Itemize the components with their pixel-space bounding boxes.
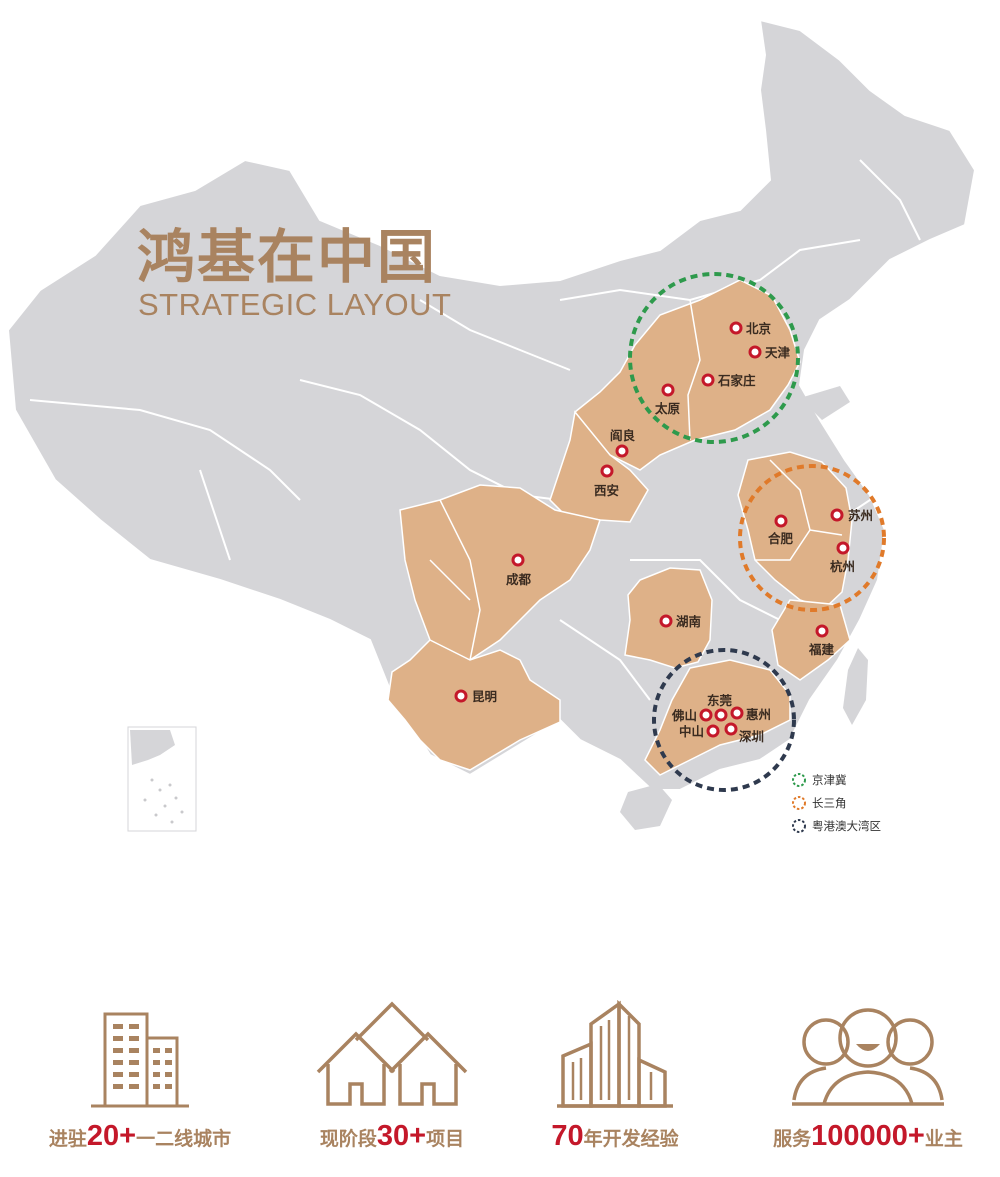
legend: 京津冀 长三角 粤港澳大湾区 <box>792 773 881 833</box>
stat-suffix: 年开发经验 <box>583 1128 679 1150</box>
stat-prefix: 进驻 <box>48 1128 87 1150</box>
svg-text:中山: 中山 <box>679 724 704 739</box>
svg-text:西安: 西安 <box>594 483 619 498</box>
hainan-island <box>620 784 672 830</box>
city-dongguan: 东莞 <box>707 693 733 722</box>
stat-projects-text: 现阶段30+项目 <box>272 1120 512 1153</box>
region-fujian <box>771 599 851 681</box>
buildings-icon <box>91 1012 189 1108</box>
cluster-greater-bay <box>652 648 796 792</box>
city-suzhou: 苏州 <box>830 508 873 523</box>
city-taiyuan: 太原 <box>655 383 681 416</box>
city-xian: 西安 <box>594 464 619 498</box>
stat-owners-text: 服务100000+业主 <box>748 1120 988 1153</box>
city-hunan: 湖南 <box>659 614 702 629</box>
people-icon <box>792 1008 944 1106</box>
svg-text:合肥: 合肥 <box>768 531 794 546</box>
stat-prefix: 服务 <box>773 1128 812 1150</box>
stat-number: 30+ <box>376 1120 427 1152</box>
svg-text:杭州: 杭州 <box>830 559 855 574</box>
city-hefei: 合肥 <box>768 514 794 546</box>
legend-item-jingjinji: 京津冀 <box>792 773 847 787</box>
svg-text:福建: 福建 <box>808 642 835 657</box>
highlight-inner-borders <box>429 299 843 661</box>
city-markers: 北京 天津 石家庄 太原 阎良 西安 成都 昆明 湖南 合肥 苏州 杭州 福建 … <box>454 321 873 744</box>
svg-text:太原: 太原 <box>655 401 681 416</box>
stat-suffix: 业主 <box>924 1128 963 1150</box>
city-tianjin: 天津 <box>748 345 791 360</box>
cluster-jingjinji <box>628 272 800 444</box>
stat-suffix: 项目 <box>426 1128 465 1150</box>
stat-owners: 服务100000+业主 <box>748 1000 988 1153</box>
city-foshan: 佛山 <box>671 708 713 723</box>
stats-row: 进驻20+一二线城市 现阶段30+项目 <box>0 1000 1000 1177</box>
city-kunming: 昆明 <box>454 689 497 704</box>
china-landmass <box>6 18 977 791</box>
svg-text:成都: 成都 <box>506 572 532 587</box>
svg-text:东莞: 东莞 <box>707 693 733 708</box>
city-beijing: 北京 <box>729 321 772 336</box>
city-fujian: 福建 <box>808 624 835 657</box>
page-title: 鸿基在中国 <box>137 223 438 291</box>
houses-icon <box>316 1001 468 1106</box>
city-shijiazhuang: 石家庄 <box>701 373 756 388</box>
region-yunnan <box>387 639 561 771</box>
city-huizhou: 惠州 <box>730 706 771 722</box>
svg-text:北京: 北京 <box>746 321 772 336</box>
legend-item-yangtze-delta: 长三角 <box>792 796 847 810</box>
skyscraper-icon <box>557 1000 673 1108</box>
city-chengdu: 成都 <box>506 553 532 587</box>
highlight-regions <box>387 279 853 776</box>
shandong-peninsula <box>800 386 850 420</box>
svg-text:惠州: 惠州 <box>746 707 771 722</box>
stat-projects: 现阶段30+项目 <box>272 1000 512 1153</box>
city-zhongshan: 中山 <box>679 724 720 739</box>
stat-prefix: 现阶段 <box>319 1128 377 1150</box>
svg-text:深圳: 深圳 <box>739 729 764 744</box>
stat-experience-text: 70年开发经验 <box>495 1120 735 1153</box>
svg-text:阎良: 阎良 <box>610 428 636 443</box>
svg-text:苏州: 苏州 <box>848 508 873 523</box>
stat-number: 20+ <box>86 1120 137 1152</box>
taiwan-island <box>843 648 868 725</box>
stat-experience: 70年开发经验 <box>495 1000 735 1153</box>
svg-text:佛山: 佛山 <box>671 708 697 723</box>
cluster-yangtze-delta <box>738 464 886 612</box>
region-sichuan <box>399 484 601 671</box>
legend-item-greater-bay: 粤港澳大湾区 <box>792 819 881 833</box>
svg-text:粤港澳大湾区: 粤港澳大湾区 <box>812 819 881 833</box>
stat-cities: 进驻20+一二线城市 <box>20 1000 260 1153</box>
svg-text:湖南: 湖南 <box>676 614 702 629</box>
stat-number: 100000+ <box>811 1120 925 1152</box>
region-hebei-shanxi <box>574 279 801 471</box>
svg-text:长三角: 长三角 <box>812 796 847 810</box>
city-hangzhou: 杭州 <box>830 541 855 574</box>
svg-text:天津: 天津 <box>765 345 791 360</box>
stat-cities-text: 进驻20+一二线城市 <box>20 1120 260 1153</box>
svg-text:昆明: 昆明 <box>472 689 497 704</box>
page-subtitle: STRATEGIC LAYOUT <box>138 287 452 322</box>
south-china-sea-inset <box>127 726 197 832</box>
city-yanliang: 阎良 <box>610 428 636 458</box>
svg-text:石家庄: 石家庄 <box>717 373 756 388</box>
svg-text:京津冀: 京津冀 <box>812 773 847 787</box>
city-shenzhen: 深圳 <box>724 722 764 744</box>
stat-suffix: 一二线城市 <box>136 1128 232 1150</box>
stat-number: 70 <box>551 1120 584 1152</box>
china-map: 北京 天津 石家庄 太原 阎良 西安 成都 昆明 湖南 合肥 苏州 杭州 福建 … <box>6 18 977 833</box>
